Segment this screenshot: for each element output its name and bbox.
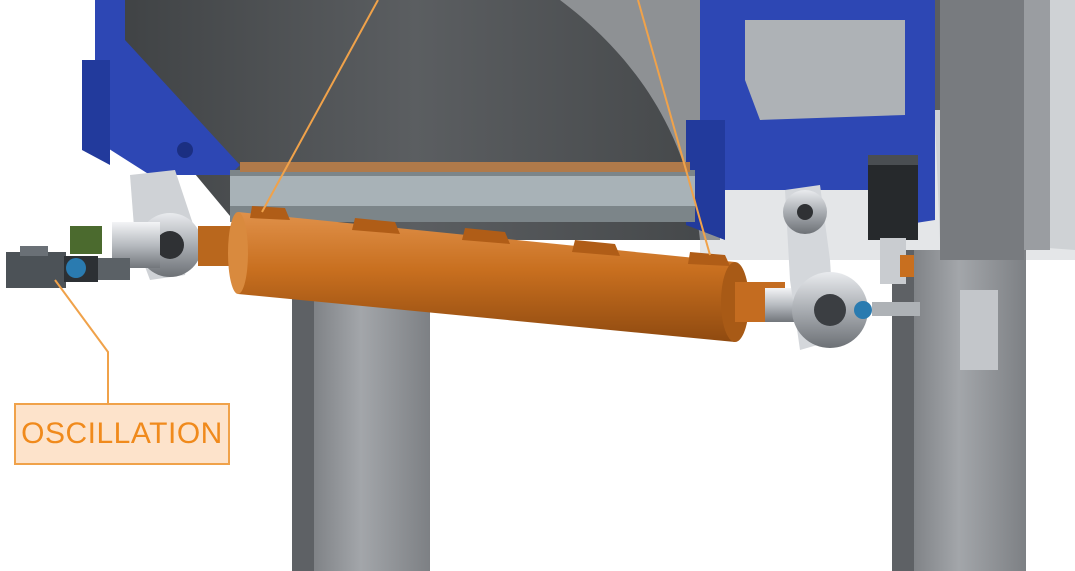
oscillation-callout-label: OSCILLATION (14, 403, 230, 465)
leader-lines (54, 0, 711, 403)
threaded-rod (230, 162, 695, 222)
right-pivot-assembly (765, 185, 920, 350)
pneumatic-cylinder (868, 155, 918, 284)
left-side-frame (82, 0, 240, 175)
oscillation-motor (6, 246, 130, 288)
main-roller (198, 206, 785, 342)
support-legs (292, 0, 1050, 571)
